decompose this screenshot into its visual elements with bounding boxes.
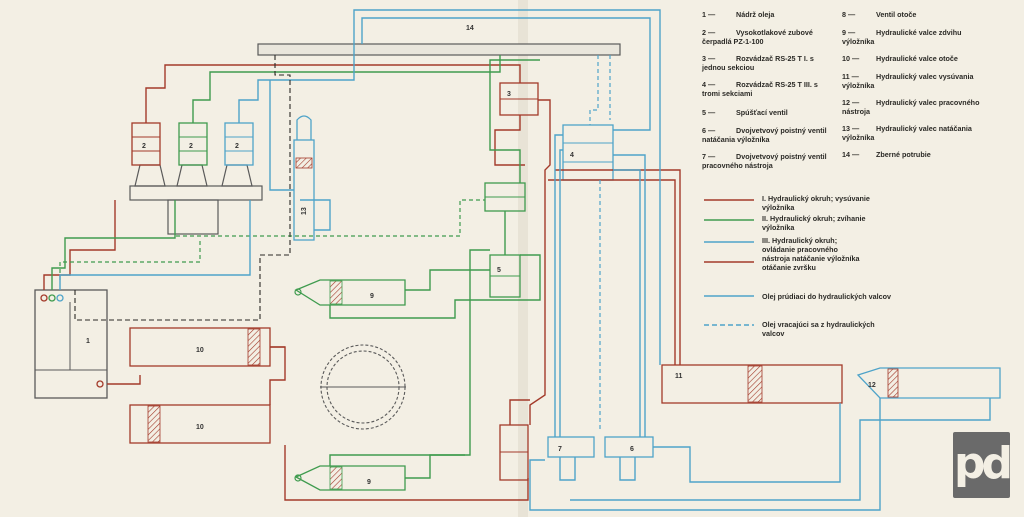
publisher-logo: pd [953,432,1013,498]
legend-circuit-3: III. Hydraulický okruh; ovládanie pracov… [762,236,860,272]
legend-item-8: 8 —Ventil otoče [842,10,917,19]
cylinder-13: 13 [293,115,315,241]
distributor-4: 4 [562,124,614,181]
legend-item-11: 11 —Hydraulický valec vysúvania výložník… [842,72,974,90]
component-label-5: 5 [497,267,501,274]
legend-item-2: 2 —Vysokotlakové zubové čerpadlá PZ-1-10… [702,28,813,46]
cylinder-10-upper: 10 [129,327,285,367]
component-label-2a: 2 [142,143,146,150]
component-label-14: 14 [466,25,474,32]
component-label-10a: 10 [196,347,204,354]
circuit-3-lines [59,9,991,511]
page-fold [518,0,528,517]
component-label-13: 13 [301,207,308,215]
component-label-1: 1 [86,338,90,345]
legend-item-3: 3 —Rozvádzač RS-25 T I. s jednou sekciou [702,54,814,72]
valve-7: 7 [547,436,595,458]
valve-6: 6 [604,436,654,458]
logo-text: pd [954,438,1013,489]
legend-item-6: 6 —Dvojvetvový poistný ventil natáčania … [702,126,827,144]
component-label-12: 12 [868,382,876,389]
component-label-10b: 10 [196,424,204,431]
legend-flow-return: Olej vracajúci sa z hydraulických valcov [762,320,875,338]
component-label-7: 7 [558,446,562,453]
legend-item-7: 7 —Dvojvetvový poistný ventil pracovného… [702,152,827,170]
component-label-2c: 2 [235,143,239,150]
component-label-11: 11 [675,373,683,380]
legend-item-10: 10 —Hydraulické valce otoče [842,54,958,63]
component-label-6: 6 [630,446,634,453]
circuit-3-return [589,55,611,430]
legend-item-12: 12 —Hydraulický valec pracovného nástroj… [842,98,980,116]
cylinder-9-lower: 9 [294,465,406,491]
legend-swatches [704,199,754,326]
oil-tank: 1 [34,289,108,399]
cylinder-12: 12 [856,367,1001,399]
slewing-ring [320,344,406,430]
legend-item-13: 13 —Hydraulický valec natáčania výložník… [842,124,972,142]
return-line [74,55,291,321]
circuit-2-lines [51,55,541,479]
cylinder-11: 11 [661,364,843,404]
legend-item-1: 1 —Nádrž oleja [702,10,775,19]
legend-item-14: 14 —Zberné potrubie [842,150,931,159]
pump-group: 2 2 2 [129,122,263,235]
collector-pipe: 14 [257,25,621,56]
cylinder-9-upper: 9 [294,279,406,306]
legend-circuit-2: II. Hydraulický okruh; zvíhanie výložník… [762,214,866,232]
component-label-9a: 9 [370,293,374,300]
component-label-2b: 2 [189,143,193,150]
circuit-1-lines [43,64,681,501]
component-label-3: 3 [507,91,511,98]
cylinder-10-lower: 10 [129,404,271,444]
valve-8 [499,424,529,481]
component-label-4: 4 [570,152,574,159]
legend-circuit-1: I. Hydraulický okruh; vysúvanie výložník… [762,194,870,212]
component-label-9b: 9 [367,479,371,486]
legend-item-4: 4 —Rozvádzač RS-25 T III. s tromi sekcia… [702,80,818,98]
circuit-2-return [59,199,485,280]
legend-flow-in: Olej prúdiaci do hydraulických valcov [762,292,892,301]
legend-item-5: 5 —Spúšťací ventil [702,108,788,117]
distributor-3: 3 [499,82,539,116]
legend-item-9: 9 —Hydraulické valce zdvihu výložníka [842,28,962,46]
